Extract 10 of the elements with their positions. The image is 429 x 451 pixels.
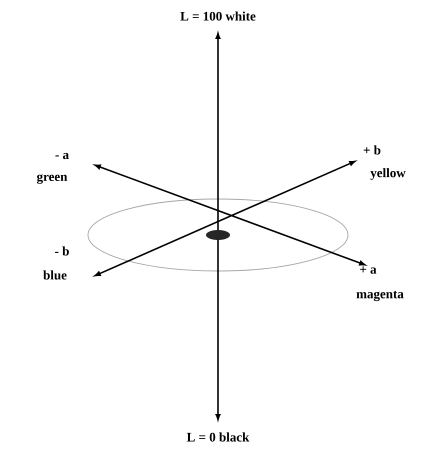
axis-label: L = 100 white (180, 11, 256, 21)
axis-label: + b (364, 145, 380, 155)
axis-label: blue (43, 270, 67, 280)
axis-label: L = 0 black (186, 432, 250, 442)
axis-label: - b (55, 246, 69, 256)
axis-label: - a (55, 152, 69, 160)
axis-label: yellow (370, 168, 406, 180)
axis-label: + a (360, 266, 376, 274)
axis-label: green (36, 174, 68, 184)
axis-label: magenta (356, 290, 404, 302)
